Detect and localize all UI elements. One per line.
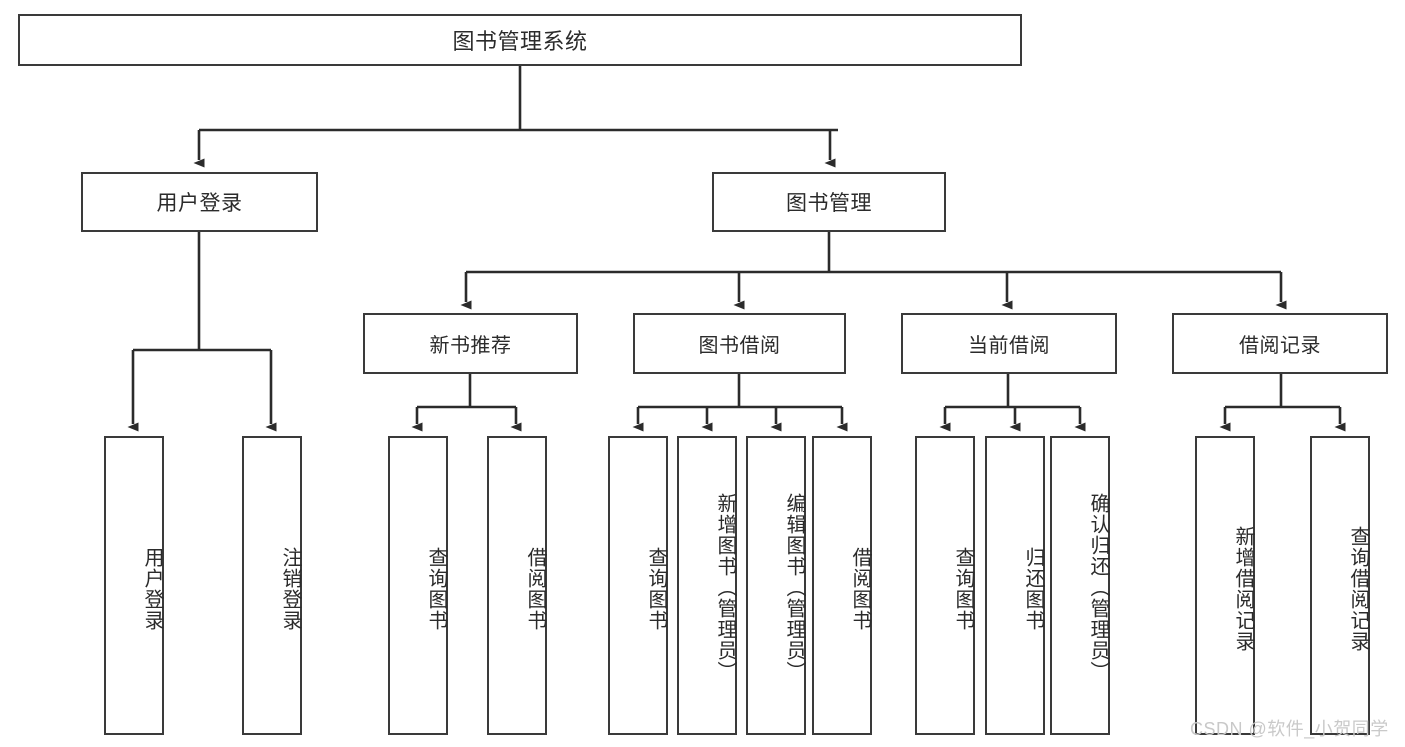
leaf-user-login[interactable]: 用户登录: [104, 436, 164, 735]
node-label: 查询借阅记录: [1347, 525, 1369, 652]
node-book-borrow[interactable]: 图书借阅: [633, 313, 846, 374]
leaf-return-book[interactable]: 归还图书: [985, 436, 1045, 735]
node-label: 注销登录: [279, 546, 301, 631]
leaf-edit-book-admin[interactable]: 编辑图书（管理员）: [746, 436, 806, 735]
leaf-confirm-return-admin[interactable]: 确认归还（管理员）: [1050, 436, 1110, 735]
leaf-borrow-book-recommend[interactable]: 借阅图书: [487, 436, 547, 735]
node-label: 借阅图书: [849, 546, 871, 631]
leaf-borrow-book-borrow[interactable]: 借阅图书: [812, 436, 872, 735]
node-label: 查询图书: [952, 546, 974, 631]
node-label: 图书管理: [786, 192, 872, 215]
node-label: 图书管理系统: [452, 29, 588, 54]
node-label: 确认归还（管理员）: [1087, 493, 1109, 682]
node-label: 新书推荐: [429, 335, 512, 357]
node-new-book-recommend[interactable]: 新书推荐: [363, 313, 578, 374]
node-label: 借阅图书: [524, 546, 546, 631]
node-label: 用户登录: [156, 192, 243, 215]
leaf-logout-login[interactable]: 注销登录: [242, 436, 302, 735]
node-label: 编辑图书（管理员）: [783, 493, 805, 682]
node-label: 归还图书: [1022, 546, 1044, 631]
node-label: 用户登录: [141, 546, 163, 631]
leaf-query-book-recommend[interactable]: 查询图书: [388, 436, 448, 735]
node-label: 新增借阅记录: [1232, 525, 1254, 652]
node-label: 当前借阅: [968, 335, 1050, 357]
leaf-add-borrow-record[interactable]: 新增借阅记录: [1195, 436, 1255, 735]
leaf-query-book-current[interactable]: 查询图书: [915, 436, 975, 735]
node-label: 图书借阅: [698, 335, 781, 357]
leaf-query-book-borrow[interactable]: 查询图书: [608, 436, 668, 735]
node-root-system[interactable]: 图书管理系统: [18, 14, 1022, 66]
node-label: 新增图书（管理员）: [714, 493, 736, 682]
node-current-borrow[interactable]: 当前借阅: [901, 313, 1117, 374]
node-label: 借阅记录: [1239, 335, 1321, 357]
node-label: 查询图书: [425, 546, 447, 631]
node-label: 查询图书: [645, 546, 667, 631]
node-book-management[interactable]: 图书管理: [712, 172, 946, 232]
node-borrow-record[interactable]: 借阅记录: [1172, 313, 1388, 374]
leaf-query-borrow-record[interactable]: 查询借阅记录: [1310, 436, 1370, 735]
leaf-add-book-admin[interactable]: 新增图书（管理员）: [677, 436, 737, 735]
node-user-login[interactable]: 用户登录: [81, 172, 318, 232]
